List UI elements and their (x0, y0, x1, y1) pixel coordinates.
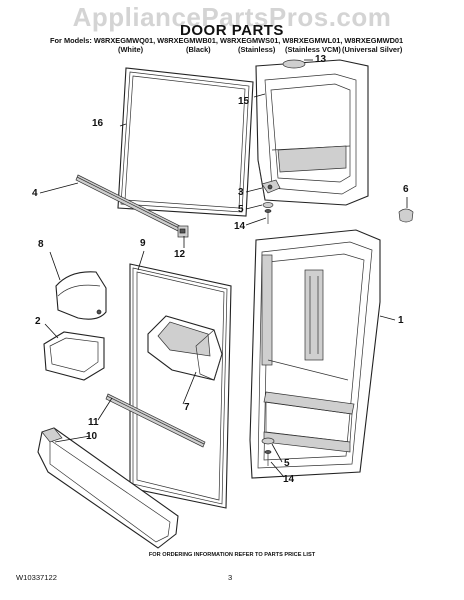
finish-black: (Black) (186, 45, 211, 54)
callout-8: 8 (38, 239, 44, 250)
callout-5-lower: 5 (284, 458, 290, 469)
finish-stainless: (Stainless) (238, 45, 276, 54)
callout-5-upper: 5 (238, 204, 244, 215)
callout-1: 1 (398, 315, 404, 326)
callout-4: 4 (32, 188, 38, 199)
document-number: W10337122 (16, 573, 57, 582)
callout-9: 9 (140, 238, 146, 249)
callout-12: 12 (174, 249, 186, 260)
hinge-screw (264, 209, 272, 224)
callout-7: 7 (184, 402, 190, 413)
freezer-door (255, 59, 369, 206)
callout-11: 11 (88, 417, 99, 428)
dairy-door-cover (55, 271, 107, 320)
lower-door-bin (37, 427, 179, 549)
upper-door-gasket (117, 67, 254, 217)
dairy-bin (147, 315, 223, 381)
door-cap (282, 59, 306, 69)
callout-13: 13 (315, 54, 327, 65)
callout-16: 16 (92, 118, 104, 129)
ordering-note: FOR ORDERING INFORMATION REFER TO PARTS … (148, 552, 316, 558)
finish-stainless-vcm: (Stainless VCM) (285, 45, 341, 54)
callout-14-upper: 14 (234, 221, 246, 232)
models-line: For Models: W8RXEGMWQ01, W8RXEGMWB01, W8… (50, 36, 404, 45)
retainer-clip (177, 225, 189, 238)
callout-3: 3 (238, 187, 244, 198)
finish-universal-silver: (Universal Silver) (342, 45, 403, 54)
lower-hinge-washer (261, 437, 275, 445)
plug-button (398, 208, 414, 223)
callout-2: 2 (35, 316, 41, 327)
callout-14-lower: 14 (283, 474, 295, 485)
hinge-washer (262, 202, 274, 208)
callout-15: 15 (238, 96, 250, 107)
finish-white: (White) (118, 45, 144, 54)
callout-6: 6 (403, 184, 409, 195)
callout-10: 10 (86, 431, 98, 442)
lower-hinge-screw (264, 450, 272, 466)
lower-shelf-strip (105, 393, 206, 448)
watermark-text: AppliancePartsPros.com (72, 2, 392, 32)
hinge-bracket (261, 179, 281, 194)
fresh-food-door (249, 229, 381, 479)
small-door-bin (43, 331, 105, 381)
page-number: 3 (228, 573, 233, 582)
lower-door-gasket (129, 263, 232, 509)
page-title: DOOR PARTS (180, 22, 284, 39)
